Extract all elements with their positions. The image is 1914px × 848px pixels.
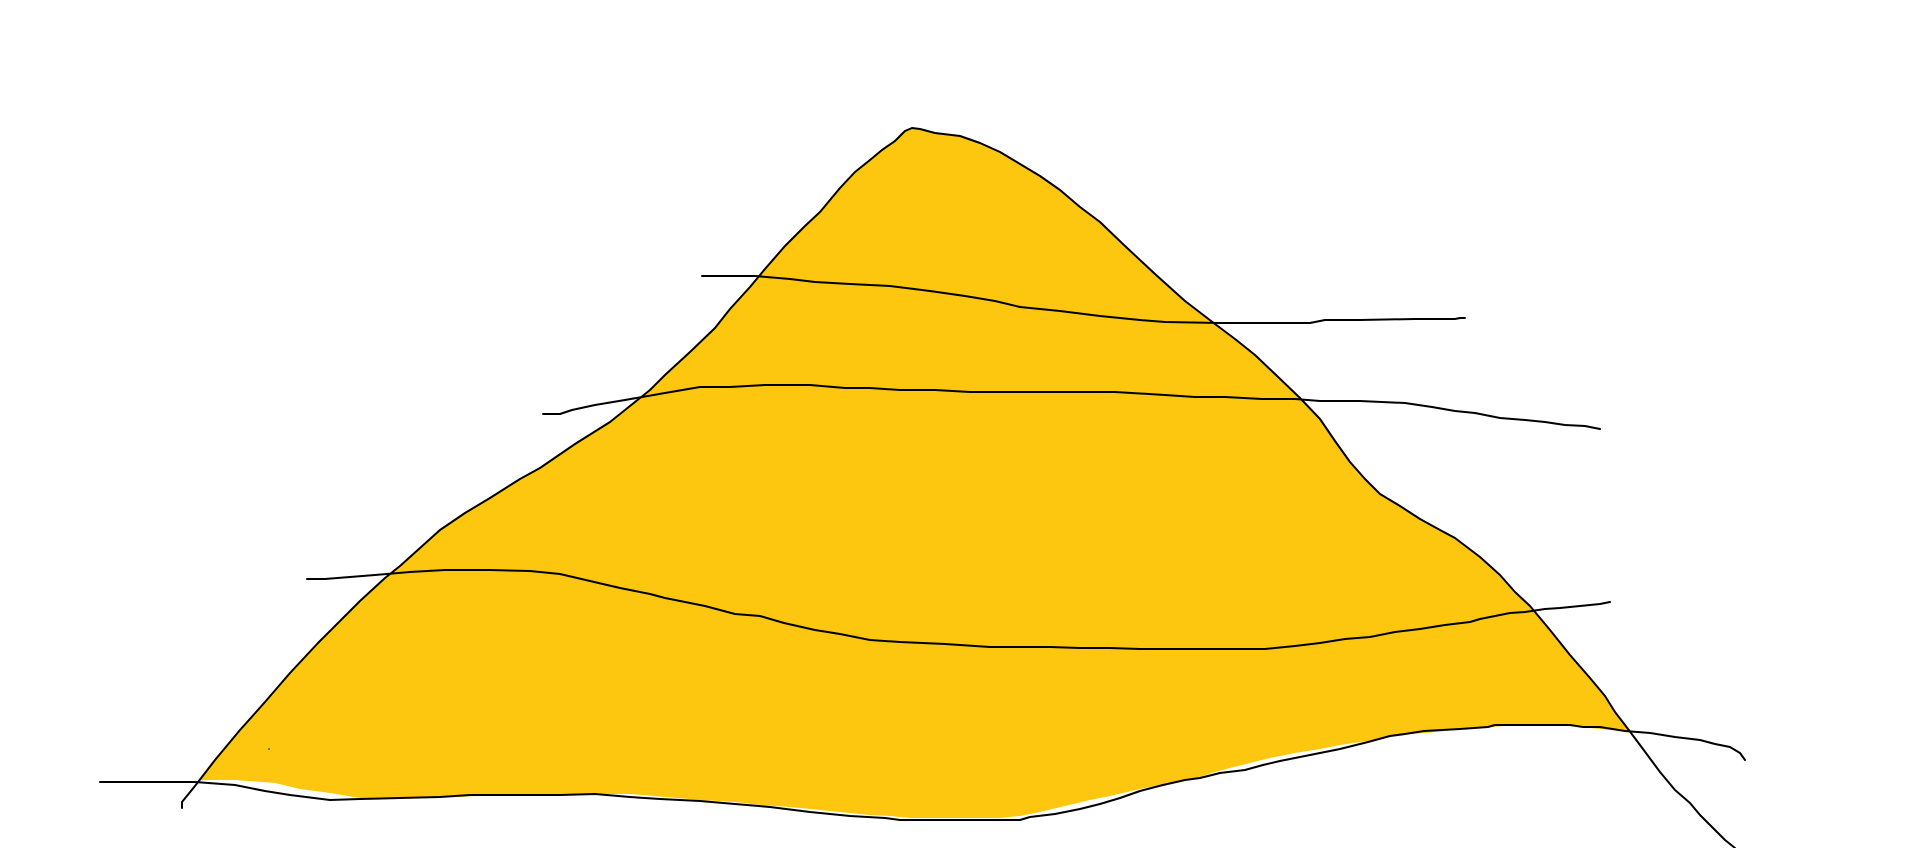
mountain-fill	[200, 128, 1630, 818]
horizontal-line-1	[701, 275, 1466, 324]
mountain-outline	[181, 127, 1736, 848]
horizontal-line-4	[99, 724, 1746, 821]
horizontal-line-3	[306, 569, 1611, 650]
stray-dot	[268, 748, 270, 750]
horizontal-line-2	[542, 384, 1601, 430]
